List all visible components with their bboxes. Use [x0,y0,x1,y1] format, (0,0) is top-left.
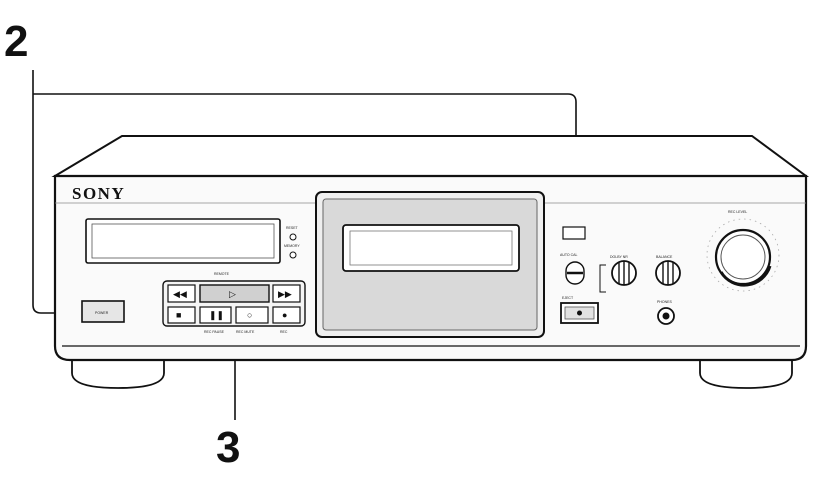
phones-jack-hole [662,312,670,320]
power-label: POWER [95,311,109,315]
deck-top [51,135,810,177]
rewind-button[interactable] [167,284,196,303]
indicator-top-label: RESET [286,226,299,230]
play-icon: ▷ [229,289,236,299]
brand-logo: SONY [72,184,125,203]
fast-forward-button[interactable] [272,284,301,303]
rec-pause-label: REC PAUSE [204,330,225,334]
rec-level-label: REC LEVEL [728,210,747,214]
eject-icon [577,310,582,316]
cassette-window [342,224,520,272]
fast-forward-icon: ▶▶ [278,289,292,299]
rec-mute-icon: ○ [247,310,252,320]
rec-icon: ● [282,310,287,320]
callout-step-3: 3 [216,423,241,472]
callout-step-2: 2 [4,17,29,66]
rec-level-scale [706,218,780,292]
eject-label: EJECT [562,296,574,300]
display-window [85,218,281,264]
sensor-window [562,226,586,240]
dolby-label: DOLBY NR [610,255,628,259]
cassette-window-inner [349,230,513,266]
rec-level-knob-shadow [719,265,772,287]
pause-button[interactable] [199,306,232,324]
indicator-top-led [289,233,297,241]
rec-mute-label: REC MUTE [236,330,255,334]
dolby-bracket [599,264,606,293]
indicator-bottom-label: MEMORY [284,244,300,248]
rec-level-knob-inner [720,234,766,280]
auto-cal-label: AUTO CAL [560,253,577,257]
rec-button[interactable] [272,306,301,324]
remote-label: REMOTE [214,272,230,276]
pause-icon: ❚❚ [209,310,224,321]
rewind-icon: ◀◀ [173,289,187,299]
stop-icon: ■ [176,310,181,320]
display-inner [91,223,275,259]
stop-button[interactable] [167,306,196,324]
balance-knob-grip [662,261,674,285]
rec-label: REC [280,330,288,334]
indicator-bottom-led [289,251,297,259]
rec-mute-button[interactable] [235,306,269,324]
leader-line-step-2 [32,70,577,314]
phones-label: PHONES [657,300,672,304]
dolby-knob-grip [618,261,630,285]
power-button[interactable] [81,300,125,323]
balance-label: BALANCE [656,255,673,259]
play-button[interactable] [199,284,270,303]
